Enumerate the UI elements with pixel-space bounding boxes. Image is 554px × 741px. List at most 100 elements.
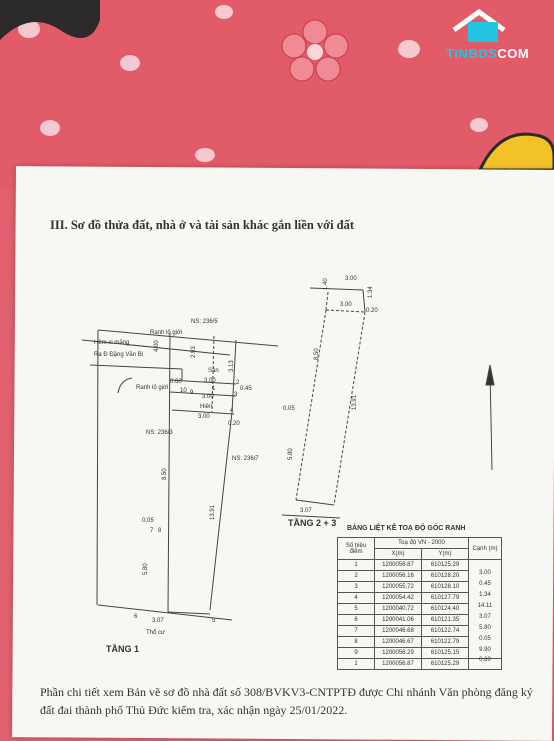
point-label: 7 <box>150 528 154 534</box>
dim-label: 1.34 <box>368 286 374 298</box>
table-cell: 610125.29 <box>421 658 469 670</box>
table-cell: 5 <box>337 603 375 615</box>
point-label: 2 <box>236 380 240 386</box>
table-cell: 9 <box>337 647 375 659</box>
dim-label: 3.00 <box>340 302 352 308</box>
point-label: 3 <box>234 392 238 398</box>
col-header-system: Toạ độ VN - 2000 <box>374 537 469 549</box>
table-cell: 5.80 <box>468 619 502 631</box>
dim-label: 0.45 <box>240 386 252 392</box>
table-cell: 0.05 <box>468 630 502 642</box>
col-header-edge: Cạnh (m) <box>468 537 502 560</box>
dim-label: 0.20 <box>366 308 378 314</box>
dim-label: 5.80 <box>288 448 294 460</box>
table-cell: 3.07 <box>468 608 502 620</box>
polka-dot <box>470 118 488 132</box>
table-cell: 8 <box>337 636 375 648</box>
table-cell: 1200055.72 <box>374 581 422 593</box>
dim-label: 3.00 <box>198 414 210 420</box>
table-cell: 0.60 <box>468 652 502 664</box>
table-cell: 0.45 <box>468 575 502 587</box>
table-cell: 610122.74 <box>421 625 469 637</box>
col-header-x: X(m) <box>374 548 422 560</box>
table-title: BẢNG LIỆT KÊ TOẠ ĐỘ GÓC RANH <box>347 525 466 532</box>
point-label: 1 <box>212 386 216 392</box>
col-header-point: Số hiệu điểm <box>337 537 375 560</box>
dim-label: 8.50 <box>162 468 168 480</box>
table-cell: 1 <box>337 658 375 670</box>
dim-label: 0.05 <box>142 518 154 524</box>
point-label: 5 <box>212 618 216 624</box>
dim-label: 2.93 <box>191 346 197 358</box>
point-label: 10 <box>180 388 187 394</box>
hien-label: Hiên <box>200 404 212 410</box>
table-cell: 7 <box>337 625 375 637</box>
dim-label: 3.00 <box>204 378 216 384</box>
table-cell: 610125.29 <box>421 559 469 571</box>
hem-label: Hẻm xi măng <box>94 340 129 346</box>
plan23-title: TẦNG 2 + 3 <box>288 518 336 528</box>
dim-label: 8.50 <box>314 348 320 360</box>
dim-label: 1.40 <box>323 278 329 290</box>
dim-label: 3.07 <box>300 508 312 514</box>
polka-dot <box>40 120 60 136</box>
point-label: 6 <box>134 614 138 620</box>
table-cell: 6 <box>337 614 375 626</box>
polka-dot <box>398 40 420 58</box>
dim-label: 3.13 <box>229 360 235 372</box>
table-cell: 610121.35 <box>421 614 469 626</box>
dim-label: 0.05 <box>283 406 295 412</box>
dark-flower-pattern <box>0 0 100 40</box>
table-cell: 14.11 <box>468 597 502 609</box>
footer-note: Phần chi tiết xem Bản vẽ sơ đồ nhà đất s… <box>40 685 533 717</box>
polka-dot <box>215 5 233 19</box>
table-cell: 1200041.06 <box>374 614 422 626</box>
dim-label: 3.00 <box>202 394 214 400</box>
table-cell: 610128.10 <box>421 581 469 593</box>
san-label: Sân <box>208 368 219 374</box>
table-cell: 1200046.68 <box>374 625 422 637</box>
table-cell: 1200056.16 <box>374 570 422 582</box>
table-cell: 1 <box>337 559 375 571</box>
tho-cu-label: Thổ cư <box>146 629 165 636</box>
polka-dot <box>195 148 215 162</box>
table-cell: 610124.40 <box>421 603 469 615</box>
house-icon <box>452 8 506 42</box>
table-cell: 1200054.42 <box>374 592 422 604</box>
table-cell: 4 <box>337 592 375 604</box>
ranh-mid-label: Ranh lộ giới <box>136 385 168 391</box>
col-header-y: Y(m) <box>421 548 469 560</box>
coordinate-table: BẢNG LIỆT KÊ TOẠ ĐỘ GÓC RANH Số hiệu điể… <box>337 525 502 670</box>
ns-top-label: NS: 236/5 <box>191 319 218 325</box>
dim-label: 13.91 <box>210 504 216 520</box>
table-cell: 610125.15 <box>421 647 469 659</box>
table-cell: 2 <box>337 570 375 582</box>
table-cell: 610122.79 <box>421 636 469 648</box>
table-cell: 610127.79 <box>421 592 469 604</box>
dim-label: 3.00 <box>345 276 357 282</box>
ns-left-label: NS: 236/3 <box>146 430 173 436</box>
polka-dot <box>18 20 40 38</box>
road-label: Ra Đ Đặng Văn Bi <box>94 352 143 358</box>
point-label: 4 <box>230 408 234 414</box>
polka-dot <box>120 55 140 71</box>
table-cell: 9.90 <box>468 641 502 653</box>
table-cell: 1200046.67 <box>374 636 422 648</box>
table-cell: 1200056.87 <box>374 658 422 670</box>
point-label: 8 <box>158 528 162 534</box>
dim-label: 5.80 <box>143 563 149 575</box>
table-cell: 3 <box>337 581 375 593</box>
table-cell: 610128.20 <box>421 570 469 582</box>
ranh-top-label: Ranh lộ giới <box>150 330 182 336</box>
dim-label: 4.00 <box>154 340 160 352</box>
point-label: 9 <box>190 390 194 396</box>
dim-label: 3.07 <box>152 618 164 624</box>
table-cell: 3.00 <box>468 564 502 576</box>
